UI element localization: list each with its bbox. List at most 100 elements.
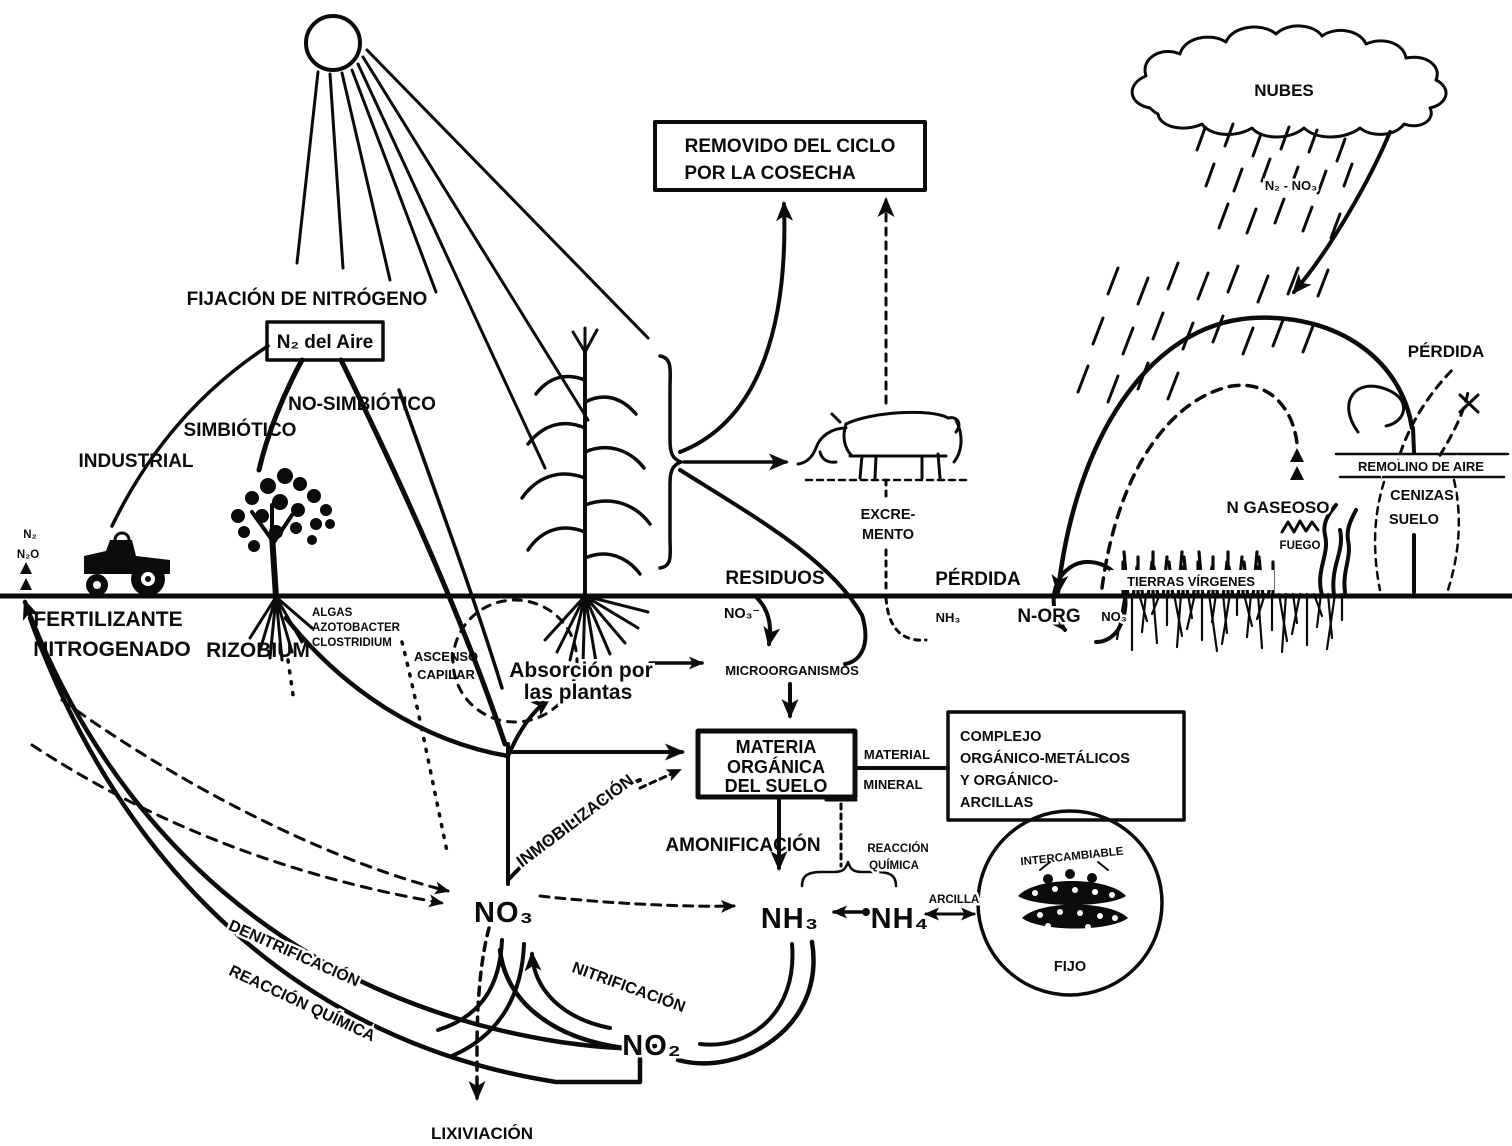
label-fertilizante-1: FERTILIZANTE <box>33 608 182 631</box>
label-nubes: NUBES <box>1254 81 1314 100</box>
nh4-to-nh3-dot <box>862 908 870 916</box>
label-fertilizante-2: NITROGENADO <box>33 638 191 661</box>
lixiviation-dashed-arrow <box>468 926 491 1101</box>
label-algas: ALGAS <box>312 607 353 619</box>
label-arcilla: ARCILLA <box>929 894 979 906</box>
tree-root-dots <box>286 658 296 704</box>
nitrification-return-outer <box>497 947 627 1051</box>
label-excremento-2: MENTO <box>862 527 914 543</box>
tractor-icon <box>84 531 170 596</box>
funnel-dash-left <box>1373 480 1386 592</box>
label-microorganismos: MICROORGANISMOS <box>725 663 859 678</box>
funnel-dash-right <box>1446 478 1461 592</box>
residues-curve <box>678 468 868 666</box>
label-reaccion-mid-1: REACCIÓN <box>867 842 928 855</box>
label-n2-del-aire: N₂ del Aire <box>277 332 373 353</box>
label-clostridium: CLOSTRIDIUM <box>312 637 392 649</box>
corn-brace <box>658 354 683 570</box>
label-no3-big: NO₃ <box>474 897 534 929</box>
label-nh4-big: NH₄ <box>871 903 930 935</box>
corn-roots <box>543 594 650 666</box>
immobilization-curve <box>506 778 642 882</box>
label-removido-2: POR LA COSECHA <box>684 163 856 184</box>
residues-arrow <box>755 596 781 647</box>
fire-icon <box>1280 503 1358 597</box>
label-no-simbiotico: NO-SIMBIÓTICO <box>288 393 436 415</box>
label-azotobacter: AZOTOBACTER <box>312 622 401 634</box>
chem-reaction-brace <box>800 860 898 888</box>
label-suelo: SUELO <box>1389 512 1439 528</box>
label-fijo: FIJO <box>1054 959 1086 975</box>
label-capilar: CAPILAR <box>417 667 475 682</box>
label-nh3-small: NH₃ <box>936 610 961 625</box>
label-perdida-mid: PÉRDIDA <box>935 568 1021 590</box>
label-material: MATERIAL <box>864 747 930 762</box>
whirl-spiral <box>1347 384 1406 434</box>
rizobium-tree-icon <box>231 468 335 704</box>
immobilization-arrow <box>638 768 682 790</box>
label-excremento-1: EXCRE- <box>861 507 916 523</box>
label-complejo-3: Y ORGÁNICO- <box>960 772 1058 789</box>
label-absorcion-1: Absorción por <box>509 659 653 682</box>
label-fuego: FUEGO <box>1280 540 1321 552</box>
no-simbiotico-curve <box>397 388 504 690</box>
label-lixiviacion: LIXIVIACIÓN <box>431 1124 533 1143</box>
sun-icon <box>295 14 650 470</box>
capillary-rise-loop <box>451 598 579 724</box>
grass-roots <box>1115 592 1344 654</box>
rain-near <box>1195 122 1354 240</box>
fixation-curves <box>110 344 511 759</box>
fertilizer-dot-trail <box>400 640 450 858</box>
label-intercambiable: INTERCAMBIABLE <box>1020 846 1125 869</box>
label-materia-1: MATERIA <box>736 737 817 757</box>
label-complejo-2: ORGÁNICO-METÁLICOS <box>960 750 1130 767</box>
label-remolino: REMOLINO DE AIRE <box>1358 459 1484 474</box>
corn-plant-icon <box>520 326 652 666</box>
label-cenizas: CENIZAS <box>1390 488 1454 504</box>
label-tierras-virgenes: TIERRAS VÍRGENES <box>1127 574 1255 589</box>
label-fijacion: FIJACIÓN DE NITRÓGENO <box>187 288 428 310</box>
label-complejo-4: ARCILLAS <box>960 795 1034 811</box>
n2-aire-box <box>265 320 385 362</box>
no3-feed-curve-1 <box>436 938 504 1032</box>
label-reaccion-mid-2: QUÍMICA <box>869 859 919 872</box>
dome-right-leg-upper <box>1411 426 1416 454</box>
dome-curve <box>1051 315 1415 595</box>
label-no3-small: NO₃ <box>1101 609 1127 624</box>
denitrification-curve-2 <box>27 615 643 1085</box>
label-amonificacion: AMONIFICACIÓN <box>665 834 820 856</box>
whirl-x-icon <box>1458 393 1480 414</box>
gas-triangle-left-1 <box>20 562 32 574</box>
no3-feed-curve-2 <box>450 942 526 1058</box>
rain-far <box>1076 261 1330 404</box>
label-n2-no3-rain: N₂ - NO₃ <box>1265 178 1317 193</box>
label-materia-3: DEL SUELO <box>725 776 828 796</box>
label-complejo-1: COMPLEJO <box>960 729 1041 745</box>
label-residuos: RESIDUOS <box>725 568 824 589</box>
label-n2-left: N₂ <box>23 529 36 541</box>
label-no3-residuos: NO₃⁻ <box>724 606 760 622</box>
materia-box <box>695 728 858 800</box>
nitrification-return-inner <box>524 951 612 1030</box>
label-nh3-big: NH₃ <box>761 903 819 935</box>
label-n-org: N-ORG <box>1017 606 1080 627</box>
label-n2o-left: N₂O <box>17 549 39 561</box>
cow-icon <box>796 410 963 480</box>
simbiotico-curve <box>256 357 305 473</box>
gas-triangle-left-2 <box>20 578 32 590</box>
label-perdida-top: PÉRDIDA <box>1408 342 1485 361</box>
excrement-soil-curve <box>884 596 928 642</box>
whirl-dash-1 <box>1394 364 1458 470</box>
label-industrial: INDUSTRIAL <box>78 451 193 472</box>
label-n-gaseoso: N GASEOSO <box>1227 498 1330 517</box>
harvest-arrow <box>678 201 794 454</box>
aire-to-junction-curve <box>338 357 508 747</box>
no3-to-nh3-dashed-arrow <box>538 894 736 913</box>
fertilizer-dashed-1 <box>60 698 450 895</box>
rain-deposition-arrow <box>1292 130 1392 295</box>
tree-to-junction-curve <box>283 615 511 759</box>
label-ascenso: ASCENSO <box>414 649 478 664</box>
gas-triangle-right-2 <box>1290 466 1304 480</box>
label-no2-big: NO₂ <box>622 1030 681 1062</box>
